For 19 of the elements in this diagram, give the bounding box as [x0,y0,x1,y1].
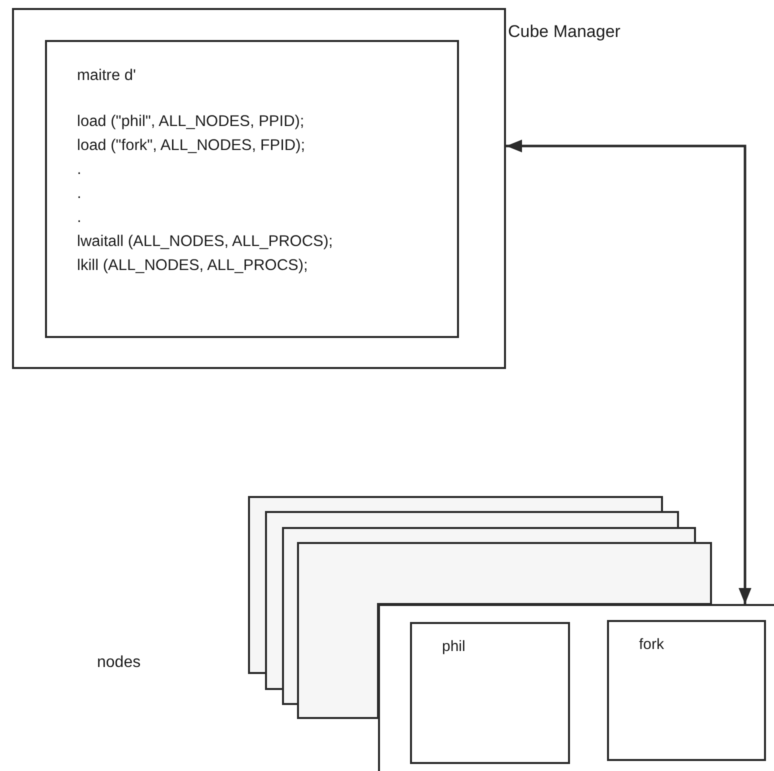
code-line: . [77,160,82,180]
manager-box [12,8,506,369]
code-line: . [77,184,82,204]
code-line: lwaitall (ALL_NODES, ALL_PROCS); [77,232,333,252]
double-arrow [506,140,752,604]
box-title: fork [639,636,664,653]
stacked-card [297,542,712,719]
process-box [607,620,766,761]
group-label: nodes [97,654,141,672]
code-line: load ("phil", ALL_NODES, PPID); [77,112,306,132]
process-box [410,622,570,764]
code-line: load ("fork", ALL_NODES, FPID); [77,136,306,156]
code-box [45,40,459,338]
box-title: phil [442,638,466,655]
box-title: maitre d' [77,66,137,86]
code-line: . [77,208,82,228]
code-line: lkill (ALL_NODES, ALL_PROCS); [77,256,309,276]
box-title: Cube Manager [508,22,620,42]
node-card [378,604,774,771]
